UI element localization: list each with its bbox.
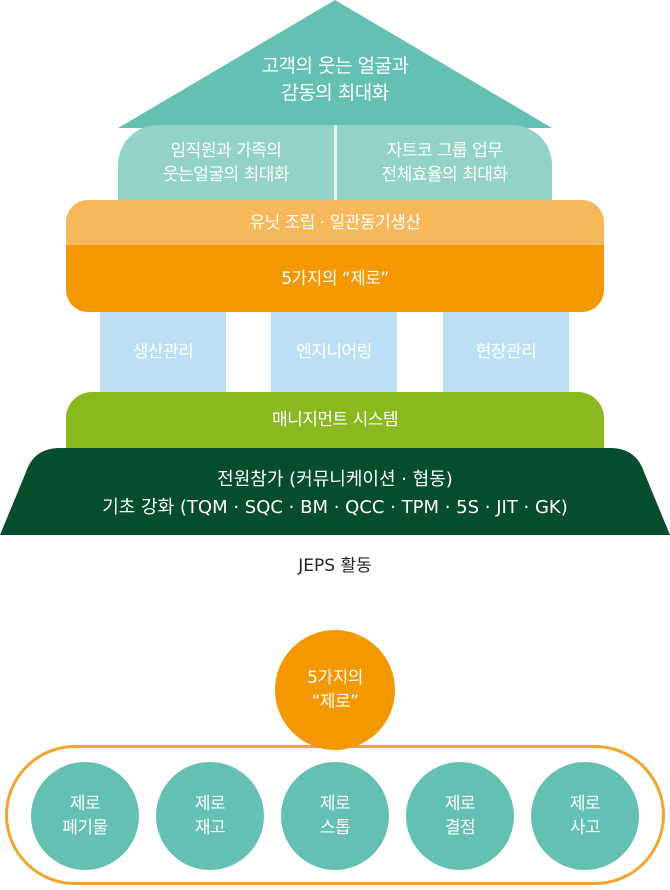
pillar-field: 현장관리 — [443, 312, 569, 392]
zero-inventory: 제로 재고 — [156, 762, 264, 870]
goal-group-efficiency: 자트코 그룹 업무 전체효율의 최대화 — [337, 125, 552, 200]
goal-employees: 임직원과 가족의 웃는얼굴의 최대화 — [118, 125, 334, 200]
foundation-trapezoid — [0, 448, 670, 535]
zero-accident: 제로 사고 — [531, 762, 639, 870]
pillar-engineering: 엔지니어링 — [271, 312, 397, 392]
zero-waste: 제로 폐기물 — [31, 762, 139, 870]
divider — [334, 125, 337, 200]
caption: JEPS 활동 — [298, 555, 372, 576]
roof-triangle — [118, 0, 552, 128]
pillar-production: 생산관리 — [100, 312, 226, 392]
foundation-line2: 기초 강화 (TQM · SQC · BM · QCC · TPM · 5S ·… — [102, 497, 568, 518]
five-zeros-circle: 5가지의 “제로” — [275, 630, 395, 750]
foundation-line1: 전원참가 (커뮤니케이션 · 협동) — [217, 469, 453, 490]
five-zeros-band: 5가지의 “제로” — [66, 245, 604, 312]
zero-defect: 제로 결점 — [406, 762, 514, 870]
unit-assembly-band: 유닛 조립 · 일관동기생산 — [66, 200, 604, 245]
foundation-text: 전원참가 (커뮤니케이션 · 협동) 기초 강화 (TQM · SQC · BM… — [0, 455, 670, 533]
roof-text: 고객의 웃는 얼굴과 감동의 최대화 — [261, 55, 409, 104]
management-system-band: 매니지먼트 시스템 — [66, 392, 604, 448]
zero-stop: 제로 스톱 — [281, 762, 389, 870]
